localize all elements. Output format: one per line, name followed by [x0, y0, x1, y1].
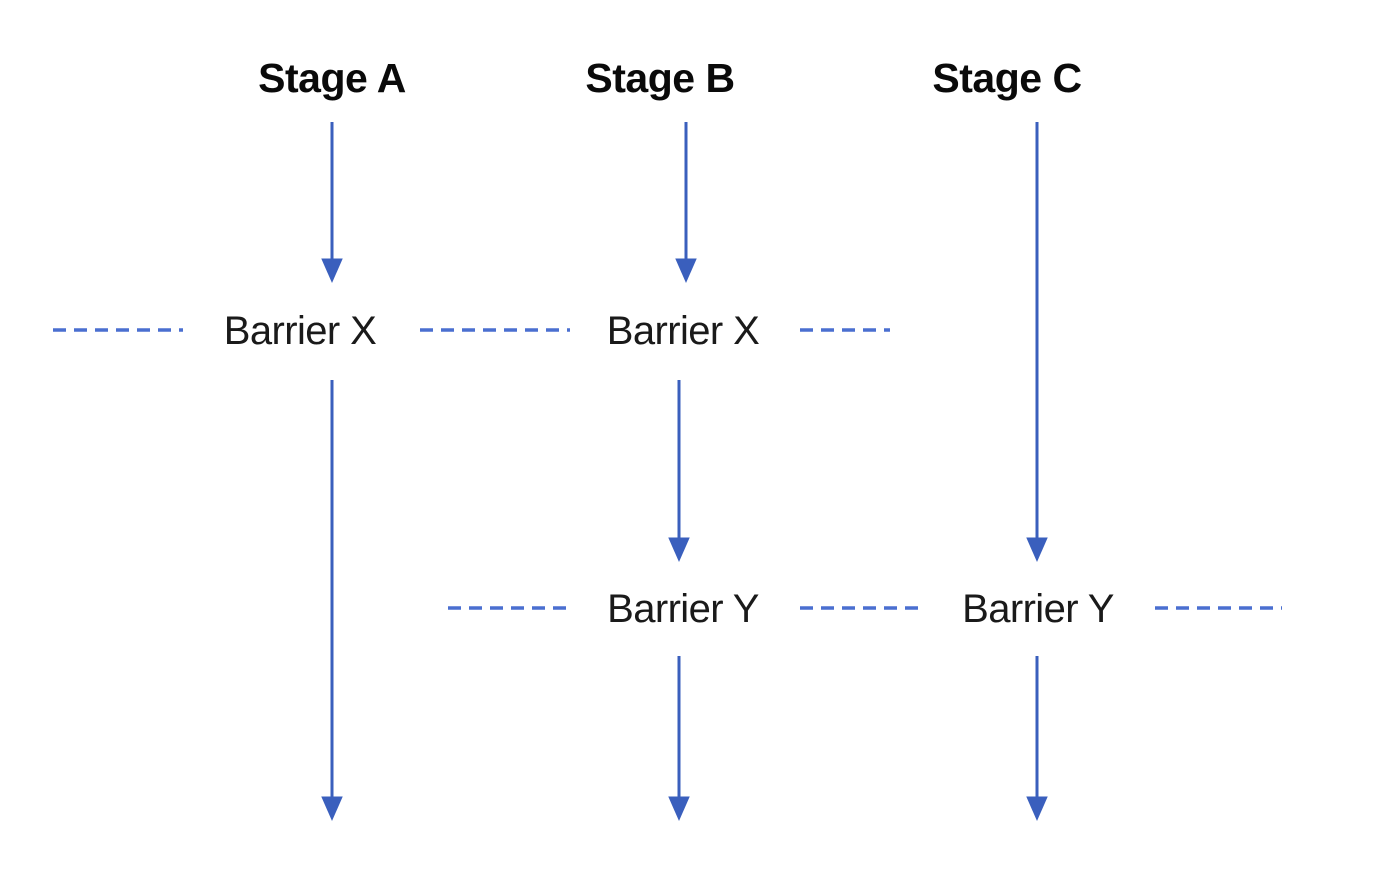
stage-header-c: Stage C: [932, 55, 1081, 101]
barrier-label-x-column-b: Barrier X: [607, 309, 759, 353]
stage-header-a: Stage A: [258, 55, 406, 101]
barrier-label-x-column-a: Barrier X: [224, 309, 376, 353]
barrier-label-y-column-c: Barrier Y: [962, 587, 1114, 631]
stage-header-b: Stage B: [585, 55, 734, 101]
barrier-label-y-column-b: Barrier Y: [607, 587, 759, 631]
